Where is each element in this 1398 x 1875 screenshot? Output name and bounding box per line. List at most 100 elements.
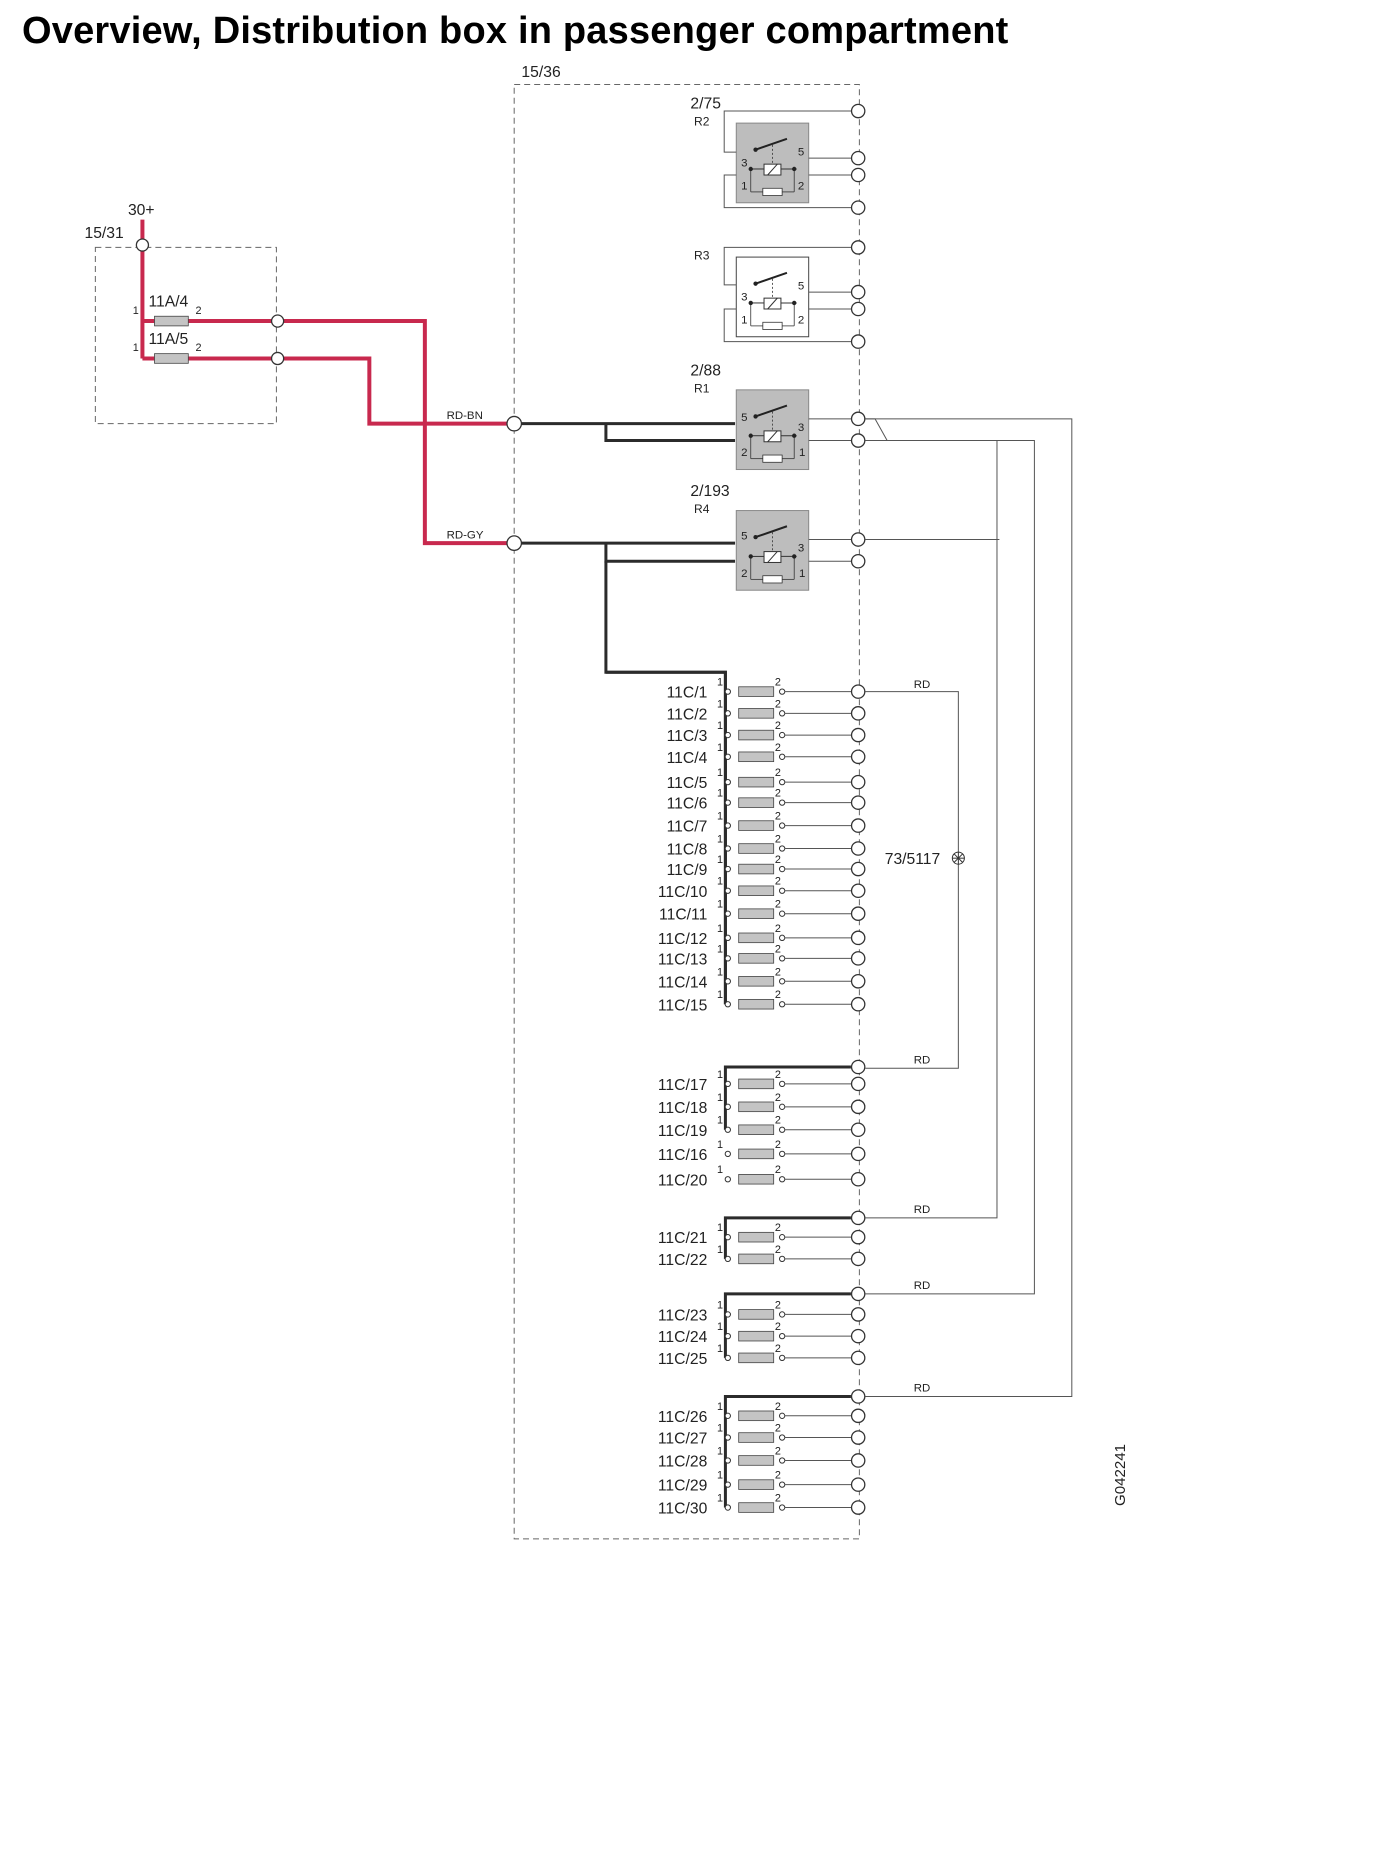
- relay-r2-switch-pivot: [753, 147, 758, 152]
- fuse-11C-18-pin-out: [778, 1103, 786, 1110]
- fuse-11C-23: [738, 1309, 775, 1320]
- label-fuse-11C-2: 11C/2: [667, 706, 708, 723]
- fuse-11C-19: [738, 1124, 775, 1135]
- label-box-15-36: 15/36: [521, 64, 561, 81]
- label-connector-73-5117: 73/5117: [885, 851, 941, 868]
- fuse-11C-23-pin-in: [724, 1311, 731, 1318]
- fuse-11C-7-pin-label-2: 2: [775, 811, 781, 823]
- label-fuse-11C-14: 11C/14: [658, 974, 708, 991]
- fuse-11C-15-pin-out: [778, 1001, 786, 1008]
- fuse-11C-29-pin-label-1: 1: [717, 1470, 723, 1482]
- fuse-11C-7-pin-out: [778, 822, 786, 829]
- fuse-11C-14-pin-in: [724, 978, 731, 985]
- terminal-fuse-11a5-out: [270, 351, 285, 366]
- label-fuse-11C-8: 11C/8: [667, 842, 708, 859]
- terminal-fuse-11C-8: [850, 841, 866, 856]
- wire-feed-bn-bottom: [604, 423, 736, 443]
- wire-feed-gy-bottom: [604, 543, 736, 563]
- pin-relay-r2-5: 5: [798, 147, 804, 159]
- bus-group-0: [605, 670, 727, 1005]
- fuse-11C-10-pin-label-1: 1: [717, 876, 723, 888]
- wire-r2-1: [723, 174, 859, 209]
- fuse-11C-20-pin-out: [778, 1176, 786, 1183]
- fuse-11C-17-pin-label-1: 1: [717, 1069, 723, 1081]
- wire-red-bn: [142, 356, 515, 426]
- fuse-11C-25-pin-label-2: 2: [775, 1343, 781, 1355]
- label-fuse-11C-27: 11C/27: [658, 1431, 707, 1448]
- fuse-11C-9-pin-out: [778, 865, 786, 873]
- fuse-11C-5-pin-out: [778, 778, 786, 786]
- relay-r4-switch-pivot: [753, 534, 758, 540]
- label-fuse-11C-3: 11C/3: [667, 728, 708, 745]
- label-fuse-11C-5: 11C/5: [667, 775, 708, 792]
- terminal-supply: [135, 238, 150, 252]
- fuse-11C-16-pin-out: [778, 1150, 786, 1158]
- fuse-11C-19-pin-label-2: 2: [775, 1115, 781, 1127]
- fuse-11C-20: [738, 1174, 775, 1185]
- terminal-fuse-11C-14: [850, 974, 866, 989]
- fuse-11C-24-pin-out: [778, 1332, 786, 1340]
- label-fuse-11C-26: 11C/26: [658, 1409, 708, 1426]
- terminal-rd-gy-in: [506, 535, 523, 552]
- relay-r1-switch: [755, 404, 788, 418]
- fuse-11C-26: [738, 1410, 775, 1422]
- label-fuse-11C-24: 11C/24: [658, 1329, 708, 1346]
- fuse-11C-2-pin-out: [778, 710, 786, 717]
- fuse-11C-8-pin-label-2: 2: [775, 833, 781, 845]
- terminal-fuse-11C-11: [850, 906, 866, 921]
- fuse-11C-3-pin-in: [724, 731, 731, 739]
- label-fuse-11C-30: 11C/30: [658, 1501, 708, 1518]
- fuse-11C-11: [738, 908, 775, 919]
- fuse-11C-7: [738, 820, 775, 831]
- terminal-fuse-11C-13: [850, 951, 866, 966]
- fuse-11C-26-pin-label-2: 2: [775, 1401, 781, 1413]
- fuse-11C-16-pin-label-2: 2: [775, 1139, 781, 1151]
- label-fuse-11C-16: 11C/16: [658, 1147, 708, 1164]
- fuse-11C-9-pin-label-1: 1: [717, 854, 723, 866]
- fuse-11C-24-pin-label-2: 2: [775, 1321, 781, 1333]
- relay-r1-switch-pivot: [753, 414, 758, 419]
- terminal-fuse-11C-27: [850, 1430, 866, 1445]
- relay-r4-diode: [762, 575, 783, 584]
- relay-r3-coil-slash: [767, 297, 778, 310]
- relay-r1: [735, 389, 810, 471]
- label-fuse-11C-10: 11C/10: [658, 884, 708, 901]
- label-fuse-11C-25: 11C/25: [658, 1351, 708, 1368]
- fuse-11C-8: [738, 843, 775, 854]
- relay-r4-switch: [755, 525, 788, 539]
- fuse-11C-25-pin-in: [724, 1354, 731, 1362]
- fuse-11C-28: [738, 1455, 775, 1466]
- relay-r3-switch-pivot: [753, 281, 758, 286]
- fuse-11C-2: [738, 708, 775, 719]
- fuse-11C-8-pin-out: [778, 845, 786, 852]
- fuse-11C-4-pin-out: [778, 753, 786, 760]
- fuse-11C-10: [738, 885, 775, 896]
- box-15-36: [513, 83, 860, 1540]
- fuse-11C-9: [738, 863, 775, 875]
- label-wire-rd-2: RD: [914, 1054, 931, 1066]
- fuse-11C-6-pin-out: [778, 799, 786, 806]
- fuse-11C-28-pin-in: [724, 1457, 731, 1464]
- fuse-11C-4-pin-label-1: 1: [717, 742, 723, 754]
- fuse-11C-4-pin-in: [724, 753, 731, 760]
- fuse-11C-11-pin-out: [778, 910, 786, 917]
- fuse-11C-5: [738, 776, 775, 788]
- fuse-11C-22-pin-label-1: 1: [717, 1244, 723, 1256]
- fuse-11C-30-pin-in: [724, 1504, 731, 1511]
- fuse-11C-22-pin-out: [778, 1255, 786, 1263]
- wire-red-gy: [142, 319, 515, 546]
- label-relay-r2-ref: 2/75: [690, 96, 721, 113]
- fuse-11C-24-pin-label-1: 1: [717, 1321, 723, 1333]
- terminal-fuse-11C-3: [850, 727, 866, 743]
- terminal-fuse-11C-10: [850, 883, 866, 899]
- fuse-11C-6-pin-label-1: 1: [717, 788, 723, 800]
- bus-group-3: [723, 1292, 851, 1358]
- label-fuse-11C-7: 11C/7: [667, 819, 708, 836]
- fuse-11C-3-pin-label-2: 2: [775, 720, 781, 732]
- label-fuse-11C-1: 11C/1: [667, 685, 708, 702]
- fuse-11C-20-pin-in: [724, 1176, 731, 1183]
- box-15-31: [94, 246, 277, 425]
- pin-relay-r2-1: 1: [741, 180, 747, 192]
- label-fuse-11C-13: 11C/13: [658, 951, 708, 968]
